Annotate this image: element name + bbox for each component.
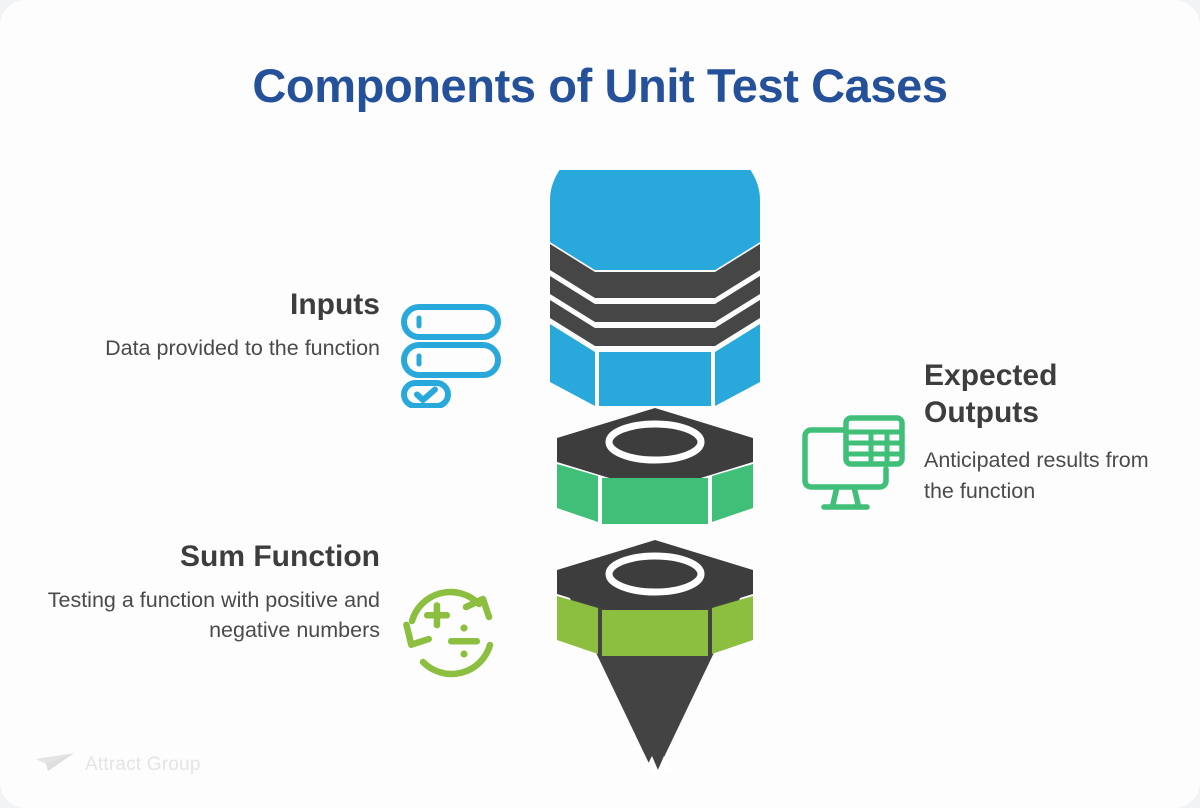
exploded-bolt-diagram — [520, 128, 790, 780]
form-input-icon — [398, 298, 508, 409]
section-expected-outputs-body: Anticipated results from the function — [924, 448, 1149, 503]
page-title: Components of Unit Test Cases — [252, 59, 948, 112]
section-inputs-body: Data provided to the function — [105, 335, 380, 360]
monitor-spreadsheet-icon — [798, 412, 906, 516]
calculation-refresh-icon — [396, 578, 506, 688]
lower-nut-part — [557, 540, 753, 776]
upper-nut-part — [557, 408, 753, 524]
section-expected-outputs-heading: Expected Outputs — [924, 359, 1058, 429]
brand-logo-text: Attract Group — [85, 753, 201, 775]
section-sum-function: Sum Function Testing a function with pos… — [36, 540, 380, 646]
section-inputs-heading: Inputs — [290, 288, 380, 321]
section-sum-function-heading: Sum Function — [180, 540, 380, 573]
section-inputs: Inputs Data provided to the function — [60, 288, 380, 363]
section-sum-function-body: Testing a function with positive and neg… — [47, 587, 380, 643]
section-expected-outputs: Expected Outputs Anticipated results fro… — [924, 358, 1174, 506]
bolt-head-part — [550, 128, 760, 406]
brand-logo: Attract Group — [34, 751, 201, 778]
paper-plane-icon — [34, 751, 76, 778]
